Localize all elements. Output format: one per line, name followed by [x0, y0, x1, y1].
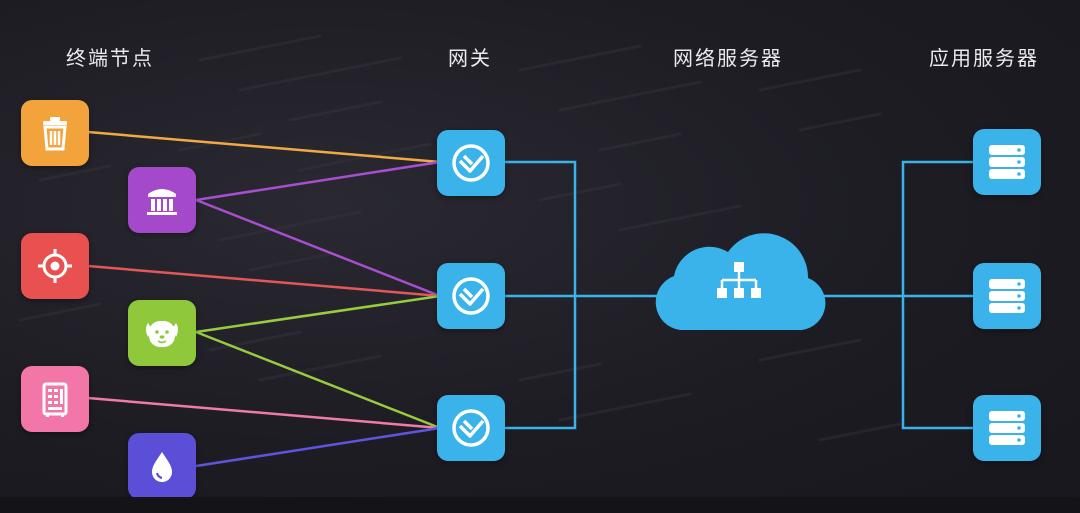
- bottom-edge-band: [0, 497, 1080, 513]
- water-drop-icon: [152, 452, 172, 482]
- link-dog-to-gw2: [195, 294, 441, 334]
- application-server-3[interactable]: [973, 395, 1041, 461]
- bank-building-icon: [147, 189, 177, 215]
- terminal-node-bank[interactable]: [128, 167, 196, 233]
- target-crosshair-icon: [38, 249, 72, 283]
- gateway-check-icon: [452, 144, 490, 182]
- application-server-1[interactable]: [973, 129, 1041, 195]
- gateway-check-icon: [452, 409, 490, 447]
- gateway-1[interactable]: [437, 130, 505, 196]
- cloud-network-icon: [655, 233, 826, 330]
- terminal-node-trash[interactable]: [21, 100, 89, 166]
- server-rack-icon: [989, 145, 1025, 179]
- terminal-node-vending[interactable]: [21, 366, 89, 432]
- gateway-check-icon: [452, 277, 490, 315]
- terminal-node-water[interactable]: [128, 433, 196, 499]
- terminal-node-target[interactable]: [21, 233, 89, 299]
- vending-machine-icon: [42, 382, 68, 417]
- bus-app-servers: [901, 160, 975, 430]
- column-title-terminal-nodes: 终端节点: [66, 46, 154, 70]
- trash-can-icon: [43, 117, 67, 151]
- link-bank-to-gw2: [195, 198, 441, 298]
- server-rack-icon: [989, 411, 1025, 445]
- column-title-gateway: 网关: [448, 46, 492, 70]
- server-rack-icon: [989, 279, 1025, 313]
- application-server-2[interactable]: [973, 263, 1041, 329]
- network-server-cloud[interactable]: [650, 220, 830, 335]
- terminal-node-dog[interactable]: [128, 300, 196, 366]
- link-trash-to-gw1: [87, 130, 441, 164]
- dog-face-icon: [146, 321, 178, 347]
- link-vending-to-gw3: [87, 396, 441, 430]
- link-drop-to-gw3: [195, 426, 441, 468]
- link-dog-to-gw3: [195, 330, 441, 430]
- gateway-2[interactable]: [437, 263, 505, 329]
- gateway-3[interactable]: [437, 395, 505, 461]
- link-target-to-gw2: [87, 264, 441, 298]
- link-bank-to-gw1: [195, 160, 441, 202]
- column-title-network-server: 网络服务器: [673, 46, 783, 70]
- column-title-application-server: 应用服务器: [929, 46, 1039, 70]
